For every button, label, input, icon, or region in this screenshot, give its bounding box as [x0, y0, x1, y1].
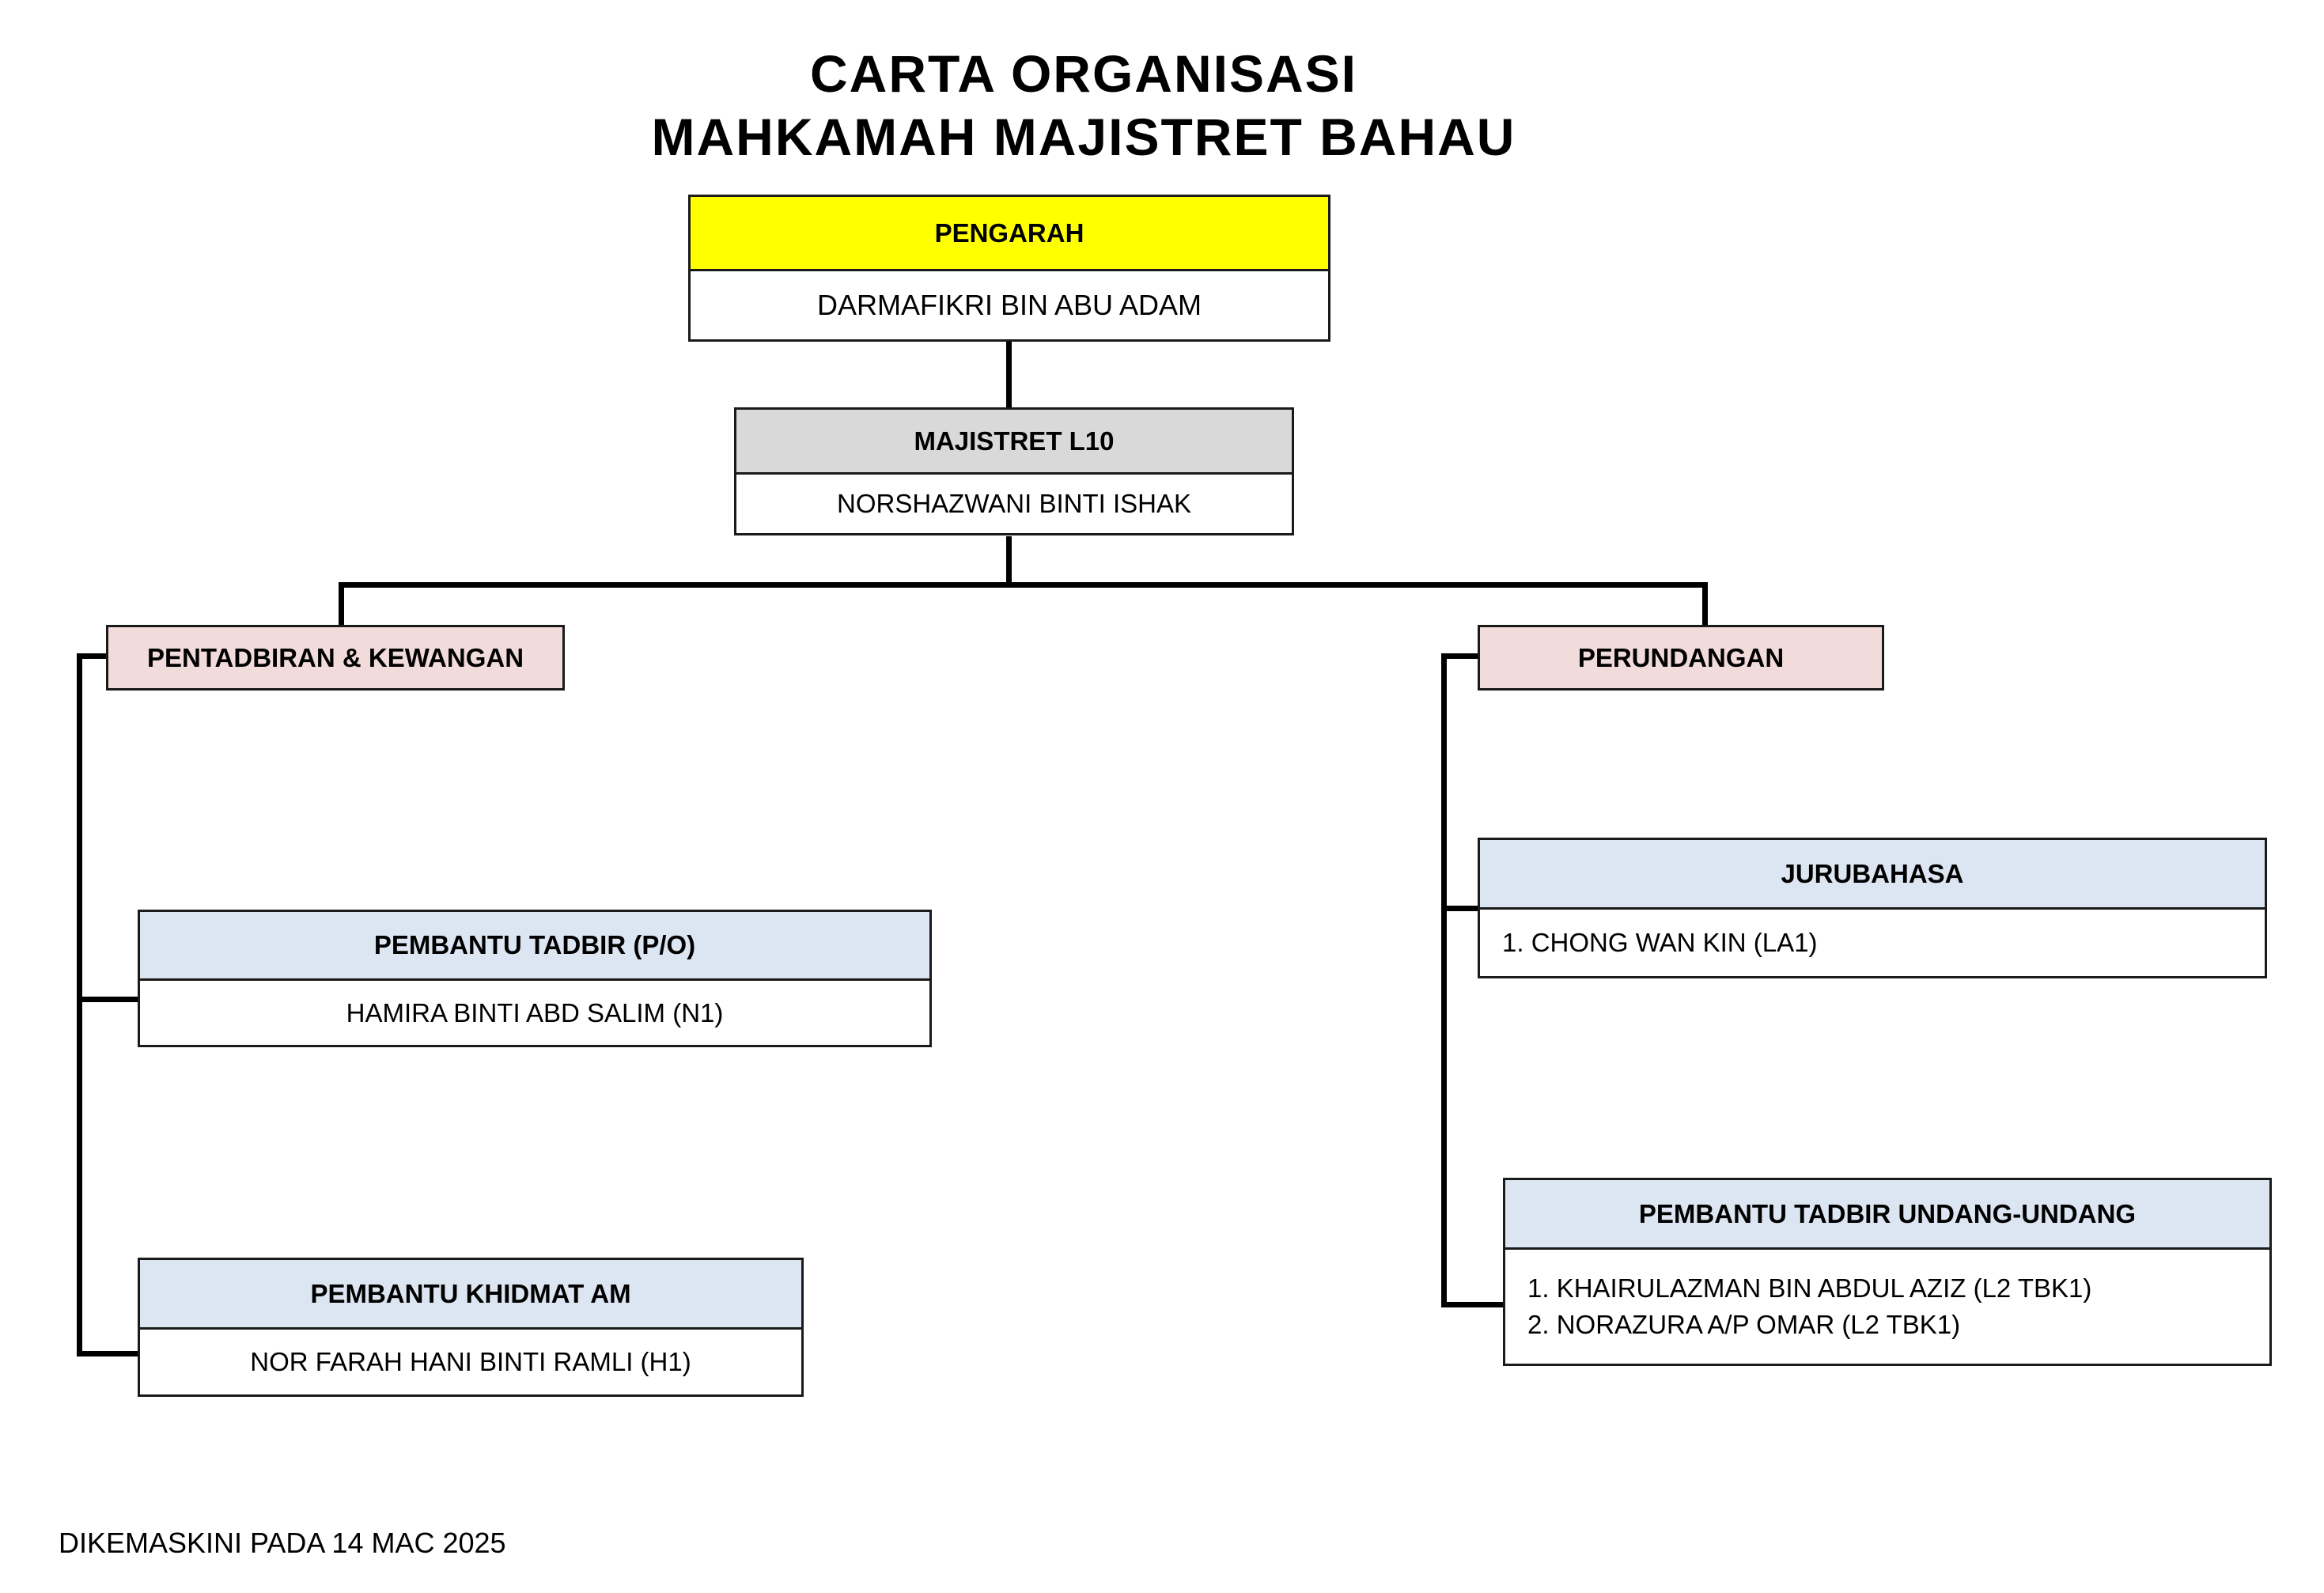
unit-member: HAMIRA BINTI ABD SALIM (N1)	[346, 997, 724, 1027]
unit-member-list: 1. KHAIRULAZMAN BIN ABDUL AZIZ (L2 TBK1)…	[1505, 1250, 2269, 1364]
connector-to-pembantu-tadbir-uu	[1441, 1302, 1506, 1307]
section-pentadbiran-kewangan: PENTADBIRAN & KEWANGAN	[106, 625, 565, 691]
connector-to-pembantu-tadbir	[77, 997, 138, 1002]
connector-perundangan-spine	[1441, 653, 1447, 1307]
majistret-name: NORSHAZWANI BINTI ISHAK	[837, 489, 1191, 518]
pengarah-name: DARMAFIKRI BIN ABU ADAM	[816, 289, 1202, 321]
updated-date-footer: DIKEMASKINI PADA 14 MAC 2025	[59, 1527, 506, 1559]
connector-pentadbiran-stub	[77, 653, 106, 659]
connector-pengarah-majistret	[1006, 342, 1012, 408]
connector-perundangan-stub	[1441, 653, 1481, 659]
majistret-role: MAJISTRET L10	[736, 410, 1292, 475]
connector-pentadbiran-spine	[77, 653, 82, 1357]
chart-title-line-1: CARTA ORGANISASI	[810, 44, 1357, 103]
unit-member: 1. KHAIRULAZMAN BIN ABDUL AZIZ (L2 TBK1)	[1527, 1273, 2092, 1303]
unit-member: NOR FARAH HANI BINTI RAMLI (H1)	[250, 1347, 691, 1376]
connector-to-pembantu-khidmat	[77, 1351, 138, 1357]
connector-horizontal-branch	[339, 582, 1708, 588]
unit-role: PEMBANTU TADBIR UNDANG-UNDANG	[1505, 1180, 2269, 1250]
unit-role: PEMBANTU TADBIR (P/O)	[140, 912, 929, 981]
connector-majistret-down	[1006, 536, 1012, 586]
unit-pembantu-tadbir-po: PEMBANTU TADBIR (P/O) HAMIRA BINTI ABD S…	[138, 910, 932, 1047]
connector-branch-pentadbiran	[339, 582, 344, 630]
unit-member: 1. CHONG WAN KIN (LA1)	[1502, 928, 1818, 957]
unit-pembantu-tadbir-undang-undang: PEMBANTU TADBIR UNDANG-UNDANG 1. KHAIRUL…	[1503, 1178, 2272, 1366]
connector-branch-perundangan	[1702, 582, 1708, 630]
unit-member: 2. NORAZURA A/P OMAR (L2 TBK1)	[1527, 1310, 1961, 1339]
unit-role: PEMBANTU KHIDMAT AM	[140, 1260, 801, 1330]
majistret-box: MAJISTRET L10 NORSHAZWANI BINTI ISHAK	[734, 407, 1294, 535]
chart-title-line-2: MAHKAMAH MAJISTRET BAHAU	[651, 108, 1516, 166]
connector-to-jurubahasa	[1441, 906, 1481, 911]
unit-role: JURUBAHASA	[1480, 840, 2265, 910]
unit-jurubahasa: JURUBAHASA 1. CHONG WAN KIN (LA1)	[1478, 838, 2267, 978]
section-perundangan: PERUNDANGAN	[1478, 625, 1884, 691]
pengarah-box: PENGARAH DARMAFIKRI BIN ABU ADAM	[688, 195, 1330, 342]
pengarah-role: PENGARAH	[691, 197, 1328, 271]
unit-pembantu-khidmat-am: PEMBANTU KHIDMAT AM NOR FARAH HANI BINTI…	[138, 1258, 804, 1397]
